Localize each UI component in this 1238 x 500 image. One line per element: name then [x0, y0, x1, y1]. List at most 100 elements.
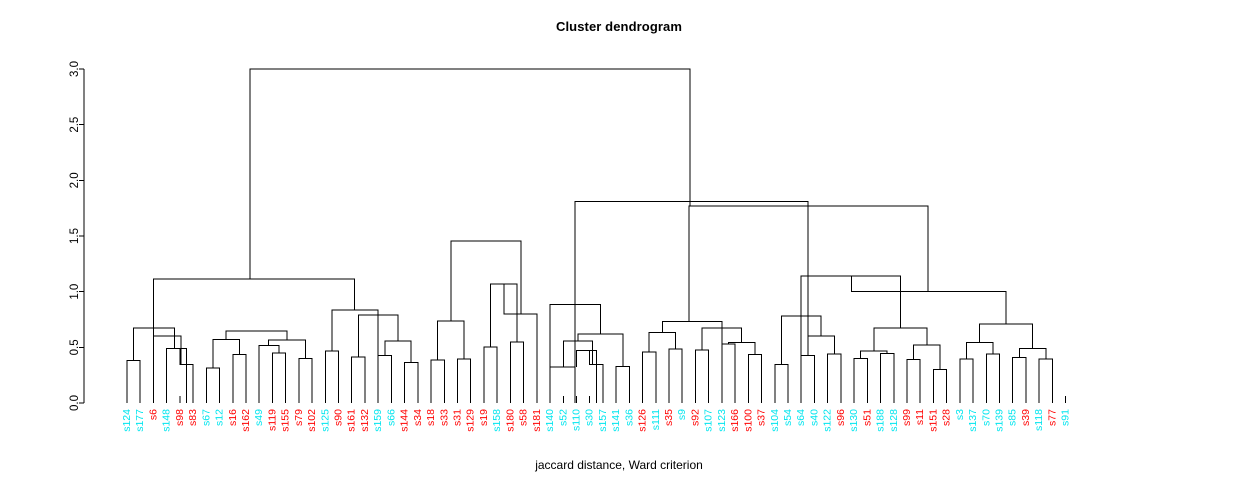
leaf-label: s31 [452, 409, 464, 426]
dendrogram-branch [880, 352, 895, 403]
leaf-label: s12 [214, 409, 226, 426]
leaf-label: s99 [901, 409, 913, 426]
dendrogram-branch [800, 355, 815, 403]
leaf-label: s16 [227, 409, 239, 426]
dendrogram-branch [1012, 356, 1027, 403]
dendrogram-branch [179, 348, 194, 403]
leaf-label: s33 [438, 409, 450, 426]
leaf-label: s125 [319, 409, 331, 432]
dendrogram-branch [298, 357, 313, 403]
y-tick-label: 2.5 [69, 117, 81, 133]
leaf-label: s151 [927, 409, 939, 432]
dendrogram-branch [800, 275, 901, 356]
leaf-label: s11 [914, 409, 926, 425]
leaf-label: s119 [266, 409, 278, 431]
leaf-label: s19 [478, 409, 490, 426]
leaf-label: s155 [280, 409, 292, 432]
leaf-label: s36 [623, 409, 635, 426]
leaf-label: s181 [531, 409, 543, 432]
dendrogram-branch [574, 200, 809, 367]
dendrogram-branch [959, 358, 974, 403]
dendrogram-branch [267, 339, 306, 359]
dendrogram-branch [509, 341, 525, 403]
dendrogram-branch [873, 327, 928, 352]
dendrogram-branch [133, 327, 176, 361]
dendrogram-branch [853, 357, 868, 403]
dendrogram-branch [688, 205, 929, 322]
leaf-label: s130 [848, 409, 860, 432]
dendrogram-branch [126, 360, 141, 403]
leaf-label: s177 [134, 409, 146, 432]
leaf-label: s40 [808, 409, 820, 426]
leaf-label: s51 [861, 409, 873, 426]
dendrogram-branch [450, 240, 522, 322]
dendrogram-branch [589, 350, 604, 403]
dendrogram-branch [913, 344, 941, 370]
leaf-label: s128 [888, 409, 900, 432]
leaf-label: s139 [994, 409, 1006, 432]
dendrogram-branch [850, 276, 1007, 324]
leaf-label: s137 [967, 409, 979, 432]
page-title: Cluster dendrogram [555, 19, 683, 34]
leaf-label: s58 [518, 409, 530, 426]
dendrogram-branch [152, 335, 182, 403]
dendrogram-branch [615, 365, 630, 403]
dendrogram-branch [205, 367, 221, 403]
leaf-label: s18 [425, 409, 437, 426]
dendrogram-branch [324, 350, 340, 403]
leaf-label: s49 [253, 409, 265, 426]
y-tick-label: 2.0 [69, 172, 81, 188]
leaf-label: s79 [293, 409, 305, 426]
dendrogram-branch [860, 350, 888, 359]
leaf-label: s64 [795, 409, 807, 426]
leaf-label: s83 [187, 409, 199, 426]
leaf-label: s30 [584, 409, 596, 426]
dendrogram-branch [212, 339, 240, 368]
leaf-label: s188 [875, 409, 887, 432]
dendrogram-branch [549, 366, 576, 403]
dendrogram-branch [932, 369, 948, 403]
dendrogram-branch [747, 354, 763, 403]
dendrogram-branch [979, 323, 1034, 349]
leaf-label: s111 [650, 409, 662, 430]
leaf-label: s28 [941, 409, 953, 426]
dendrogram-branch [225, 330, 288, 341]
leaf-label: s148 [161, 409, 173, 432]
dendrogram-branch [721, 343, 736, 403]
leaf-label: s157 [597, 409, 609, 432]
leaf-label: s54 [782, 409, 794, 426]
y-tick-label: 1.5 [69, 228, 81, 244]
leaf-label: s104 [769, 409, 781, 432]
y-tick-label: 0.0 [69, 395, 81, 411]
x-axis-label: jaccard distance, Ward criterion [535, 458, 703, 472]
dendrogram-branch [166, 347, 187, 403]
leaf-label: s126 [637, 409, 649, 432]
dendrogram-branch [384, 340, 412, 363]
dendrogram-branch [377, 355, 392, 403]
dendrogram-branch [1038, 358, 1053, 403]
dendrogram-branch [271, 352, 287, 403]
dendrogram-branch [331, 309, 379, 356]
leaf-label: s159 [372, 409, 384, 432]
dendrogram-branch [668, 348, 683, 403]
leaf-label: s122 [822, 409, 834, 432]
dendrogram-branch [457, 358, 472, 403]
dendrogram-branches [126, 68, 1053, 403]
dendrogram-branch [575, 350, 597, 403]
leaf-label: s9 [676, 409, 688, 420]
leaf-label: s180 [504, 409, 516, 432]
dendrogram-branch [430, 359, 445, 403]
leaf-label: s166 [729, 409, 741, 432]
leaf-label: s66 [385, 409, 397, 426]
dendrogram-branch [437, 320, 465, 361]
leaf-label: s140 [544, 409, 556, 432]
dendrogram-branch [404, 361, 419, 403]
dendrogram-branch [577, 333, 624, 367]
leaf-label: s158 [491, 409, 503, 432]
leaf-label: s85 [1007, 409, 1019, 426]
leaf-label: s34 [412, 409, 424, 426]
leaf-label: s129 [465, 409, 477, 432]
leaf-label: s6 [147, 409, 159, 420]
